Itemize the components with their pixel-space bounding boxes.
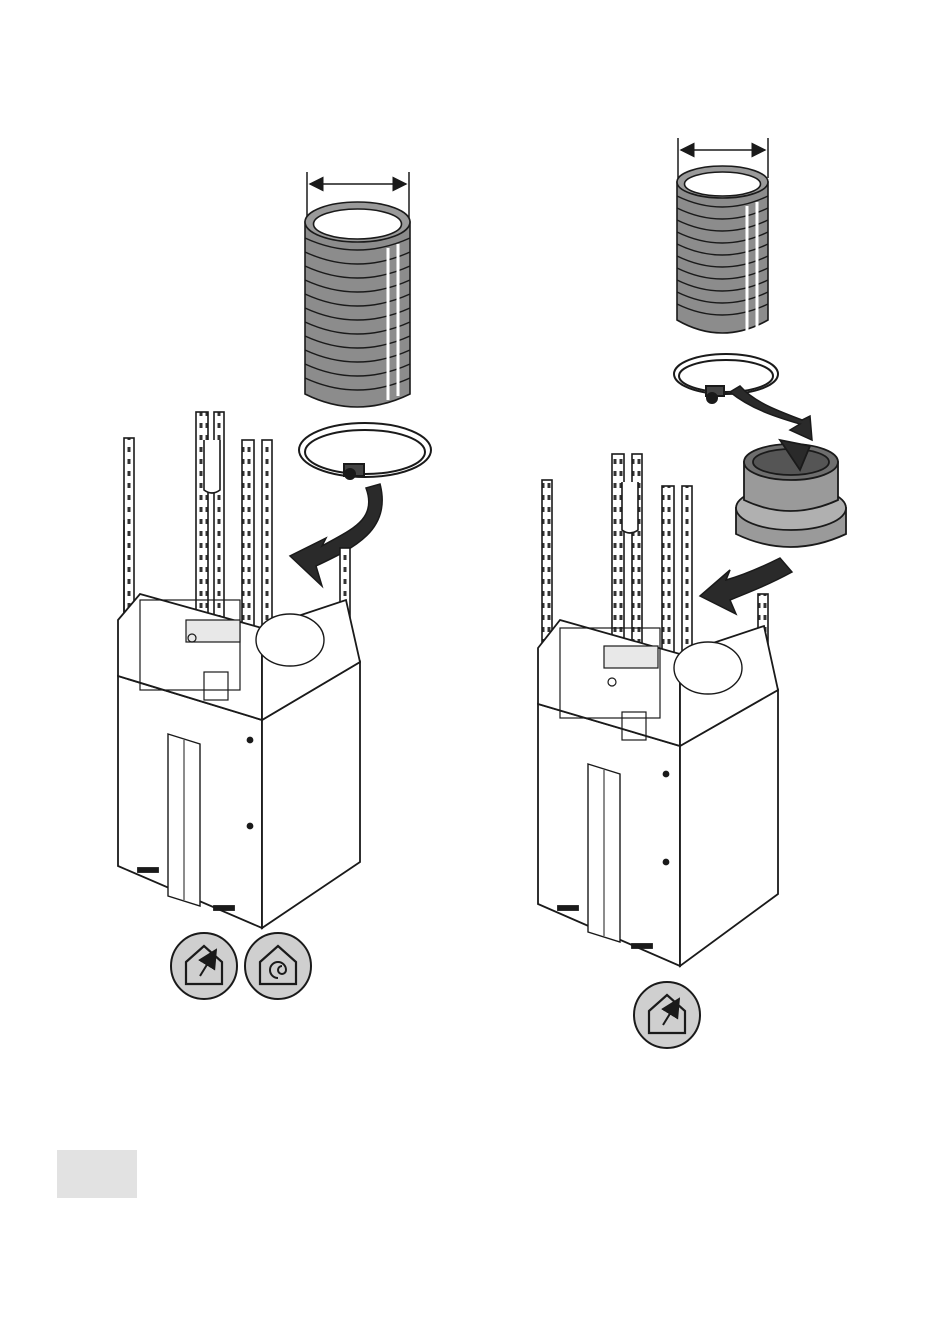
- hose-clamp: [674, 354, 778, 403]
- left-figure: [118, 172, 431, 999]
- recirculation-mode-icon: [245, 933, 311, 999]
- exhaust-mode-icon: [634, 982, 700, 1048]
- insert-arrow: [700, 558, 792, 614]
- right-figure: [538, 138, 846, 1048]
- insert-arrow: [290, 484, 382, 586]
- flexible-duct: [677, 166, 768, 336]
- hose-clamp: [299, 423, 431, 479]
- exhaust-mode-icon: [171, 933, 237, 999]
- flexible-duct: [305, 202, 410, 407]
- hood-body: [538, 620, 778, 966]
- duct-reducer-adapter: [736, 440, 846, 547]
- hood-body: [118, 594, 360, 928]
- insert-arrow: [730, 386, 812, 440]
- page-number-tab: [57, 1150, 137, 1198]
